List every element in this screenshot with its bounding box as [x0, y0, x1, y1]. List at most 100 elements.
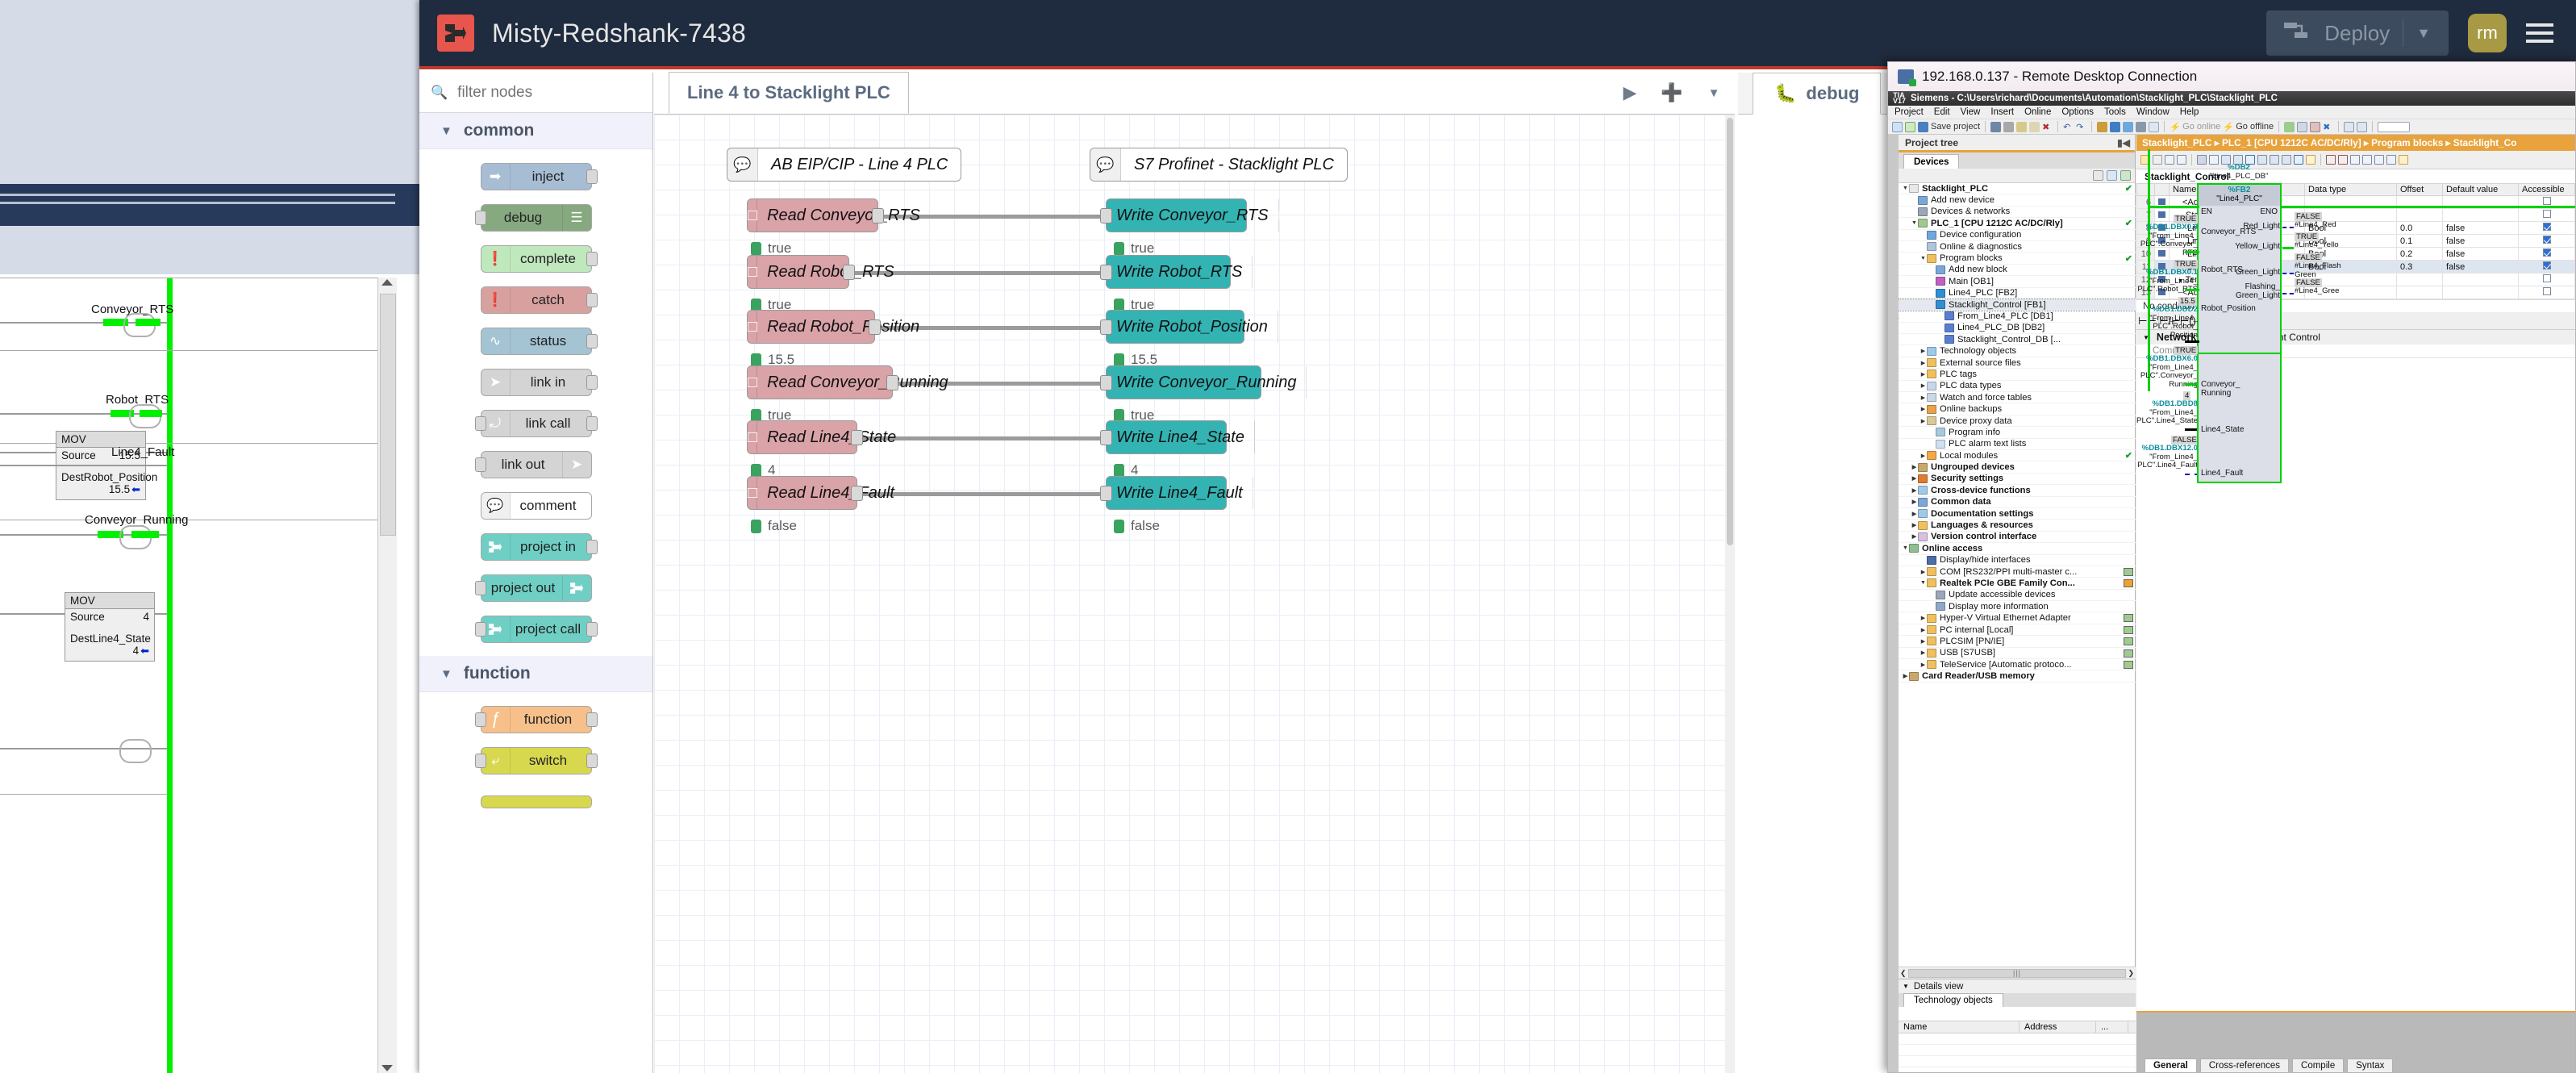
scroll-thumb[interactable]: ||| — [1908, 969, 2127, 978]
node-read-line4-state[interactable]: □ Read Line4_State — [747, 420, 857, 454]
output-port[interactable] — [586, 334, 598, 349]
tree-item-card-reader-usb-memory[interactable]: ▶Card Reader/USB memory — [1899, 670, 2136, 682]
palette-item[interactable]: project call — [419, 612, 652, 647]
output-port[interactable] — [586, 754, 598, 768]
input-port[interactable] — [1100, 486, 1112, 501]
output-port[interactable] — [586, 252, 598, 266]
twisty-collapsed-icon[interactable]: ▶ — [1902, 673, 1909, 679]
stop-cpu-icon[interactable] — [2310, 122, 2320, 132]
tree-item-update-accessible-devices[interactable]: Update accessible devices — [1899, 590, 2136, 601]
twisty-expanded-icon[interactable]: ▼ — [1911, 220, 1918, 226]
function-block-body-lower[interactable]: Conveyor_ Running Line4_State Line4_Faul… — [2197, 354, 2282, 483]
scroll-right-icon[interactable]: ❯ — [2128, 969, 2134, 978]
new-project-icon[interactable] — [1892, 122, 1903, 132]
twisty-collapsed-icon[interactable]: ▶ — [1919, 395, 1927, 401]
tree-item-plc-data-types[interactable]: ▶PLC data types — [1899, 381, 2136, 392]
input-port[interactable] — [475, 754, 486, 768]
output-port[interactable] — [843, 265, 855, 280]
palette-item[interactable]: project in — [419, 529, 652, 565]
start-cpu-icon[interactable] — [2297, 122, 2307, 132]
twisty-collapsed-icon[interactable]: ▶ — [1919, 371, 1927, 378]
output-port[interactable] — [872, 208, 884, 223]
simulation-icon[interactable] — [2136, 122, 2146, 132]
node-read-conveyor-running[interactable]: □ Read Conveyor_Running — [747, 365, 893, 399]
tree-item-display-hide-interfaces[interactable]: Display/hide interfaces — [1899, 555, 2136, 566]
tree-item-add-new-device[interactable]: Add new device — [1899, 194, 2136, 206]
node-write-line4-fault[interactable]: Write Line4_Fault □ — [1106, 476, 1227, 510]
scroll-left-icon[interactable]: ❮ — [1900, 969, 1907, 978]
tree-item-line4-plc-db-db2[interactable]: Line4_PLC_DB [DB2] — [1899, 323, 2136, 334]
twisty-collapsed-icon[interactable]: ▶ — [1919, 406, 1927, 412]
tree-view-icon[interactable] — [2093, 170, 2103, 181]
ladder-scrollbar[interactable] — [377, 278, 397, 1073]
output-port[interactable] — [586, 622, 598, 637]
node-read-conveyor-rts[interactable]: □ Read Conveyor_RTS — [747, 198, 878, 232]
palette-item[interactable]: ⤾ link call — [419, 406, 652, 441]
palette-item[interactable]: ➤ link in — [419, 365, 652, 400]
node-write-robot-rts[interactable]: Write Robot_RTS □ — [1106, 255, 1231, 289]
palette-category-function[interactable]: ▼ function — [419, 656, 652, 692]
split-horizontal-icon[interactable] — [2344, 122, 2354, 132]
tree-item-languages-resources[interactable]: ▶Languages & resources — [1899, 520, 2136, 531]
upload-icon[interactable] — [2123, 122, 2133, 132]
tree-item-stacklight-control-fb1[interactable]: Stacklight_Control [FB1] — [1899, 299, 2136, 311]
tree-item-online-access[interactable]: ▼Online access — [1899, 543, 2136, 554]
download-icon[interactable] — [2110, 122, 2120, 132]
palette-item[interactable]: ƒ function — [419, 702, 652, 737]
twisty-expanded-icon[interactable]: ▼ — [1919, 256, 1927, 261]
add-icon[interactable]: ➕ — [1651, 72, 1693, 114]
twisty-expanded-icon[interactable]: ▼ — [1902, 186, 1909, 191]
twisty-collapsed-icon[interactable]: ▶ — [1911, 475, 1918, 482]
twisty-collapsed-icon[interactable]: ▶ — [1919, 569, 1927, 575]
cut-icon[interactable] — [2003, 122, 2014, 132]
tree-item-documentation-settings[interactable]: ▶Documentation settings — [1899, 508, 2136, 520]
tree-item-teleservice-automatic-protoco[interactable]: ▶TeleService [Automatic protoco... — [1899, 659, 2136, 670]
input-port[interactable] — [1100, 208, 1112, 223]
tree-item-online-backups[interactable]: ▶Online backups — [1899, 403, 2136, 415]
tree-item-stacklight-plc[interactable]: ▼Stacklight_PLC✔ — [1899, 183, 2136, 194]
menu-view[interactable]: View — [1961, 107, 1981, 117]
input-port[interactable] — [1100, 430, 1112, 445]
menu-edit[interactable]: Edit — [1934, 107, 1950, 117]
node-write-conveyor-rts[interactable]: Write Conveyor_RTS □ — [1106, 198, 1247, 232]
palette-item[interactable]: link out ➤ — [419, 447, 652, 482]
save-icon[interactable] — [1918, 122, 1928, 132]
tree-item-security-settings[interactable]: ▶Security settings — [1899, 474, 2136, 485]
tree-item-display-more-information[interactable]: Display more information — [1899, 601, 2136, 612]
twisty-collapsed-icon[interactable]: ▶ — [1919, 649, 1927, 656]
input-port[interactable] — [475, 622, 486, 637]
tree-item-main-ob1[interactable]: Main [OB1] — [1899, 276, 2136, 287]
palette-item[interactable]: debug ☰ — [419, 200, 652, 236]
input-port[interactable] — [1100, 265, 1112, 280]
scroll-down-icon[interactable] — [381, 1065, 393, 1071]
output-port[interactable] — [586, 375, 598, 390]
tree-item-plcsim-pn-ie[interactable]: ▶PLCSIM [PN/IE] — [1899, 636, 2136, 647]
collapse-panel-icon[interactable]: ▮◀ — [2117, 137, 2135, 148]
tab-general[interactable]: General — [2145, 1058, 2197, 1072]
list-view-icon[interactable] — [2107, 170, 2117, 181]
tree-item-local-modules[interactable]: ▶Local modules✔ — [1899, 450, 2136, 461]
twisty-collapsed-icon[interactable]: ▶ — [1919, 453, 1927, 459]
chevron-down-icon[interactable]: ▼ — [1693, 72, 1735, 114]
node-read-robot-position[interactable]: □ Read Robot_Position — [747, 310, 875, 344]
tree-item-cross-device-functions[interactable]: ▶Cross-device functions — [1899, 485, 2136, 496]
tree-item-device-proxy-data[interactable]: ▶Device proxy data — [1899, 415, 2136, 427]
tree-item-from-line4-plc-db1[interactable]: From_Line4_PLC [DB1] — [1899, 311, 2136, 322]
start-runtime-icon[interactable] — [2149, 122, 2159, 132]
menu-project[interactable]: Project — [1894, 107, 1924, 117]
go-offline-label[interactable]: Go offline — [2236, 122, 2274, 132]
output-port[interactable] — [886, 375, 898, 390]
tree-item-line4-plc-fb2[interactable]: Line4_PLC [FB2] — [1899, 288, 2136, 299]
twisty-expanded-icon[interactable]: ▼ — [1919, 580, 1927, 586]
compile-icon[interactable] — [2097, 122, 2107, 132]
twisty-collapsed-icon[interactable]: ▶ — [1911, 499, 1918, 505]
input-port[interactable] — [475, 581, 486, 595]
tree-item-device-configuration[interactable]: Device configuration — [1899, 230, 2136, 241]
twisty-collapsed-icon[interactable]: ▶ — [1919, 638, 1927, 645]
palette-item[interactable]: project out — [419, 570, 652, 606]
menu-help[interactable]: Help — [2180, 107, 2199, 117]
palette-item[interactable] — [419, 784, 652, 820]
deploy-button[interactable]: Deploy ▼ — [2266, 10, 2449, 56]
output-port[interactable] — [586, 712, 598, 727]
tab-compile[interactable]: Compile — [2292, 1058, 2344, 1072]
